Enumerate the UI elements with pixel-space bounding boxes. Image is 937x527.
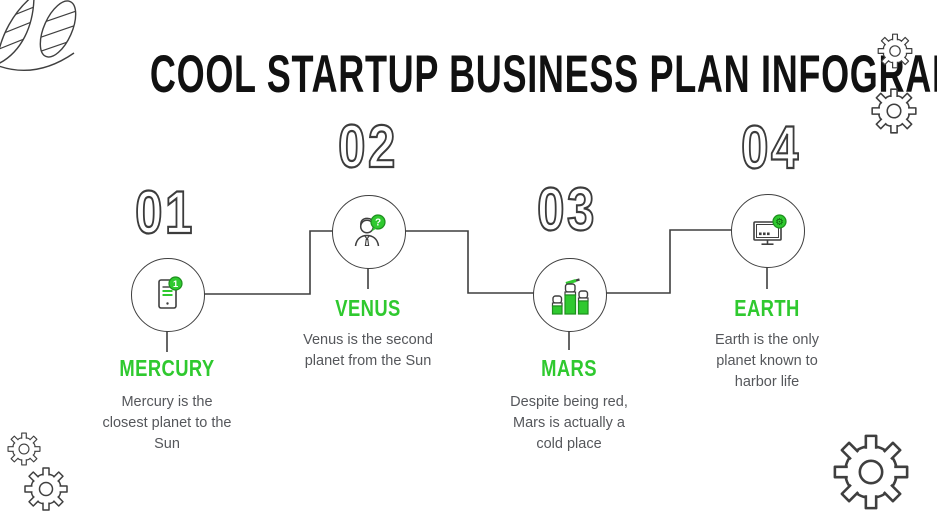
badge-glyph: ? <box>375 218 381 229</box>
step-circle-venus: ? <box>332 195 406 269</box>
monitor-gear-icon: ⚙ <box>753 214 787 246</box>
step-number: 02 <box>337 113 398 180</box>
step-description: Venus is the second planet from the Sun <box>303 332 433 370</box>
step-number: 01 <box>134 179 195 246</box>
step-description: Mercury is the closest planet to the Sun <box>102 394 232 453</box>
leaves-icon <box>0 0 83 71</box>
step-circle-mercury: 1 <box>131 258 205 332</box>
person-question-icon: ? <box>354 214 386 247</box>
step-name-earth: EARTH <box>734 295 800 321</box>
step-number: 03 <box>536 176 597 243</box>
badge-glyph: 1 <box>173 279 179 290</box>
step-description: Earth is the only planet known to harbor… <box>715 332 819 391</box>
smartphone-notification-icon: 1 <box>158 276 183 309</box>
step-name-mercury: MERCURY <box>119 355 215 381</box>
raised-fists-icon <box>551 278 589 315</box>
step-description: Despite being red, Mars is actually a co… <box>510 394 628 453</box>
step-number: 04 <box>740 114 801 181</box>
step-name-venus: VENUS <box>335 295 401 321</box>
step-name-mars: MARS <box>541 355 597 381</box>
badge-gear-glyph: ⚙ <box>775 217 784 228</box>
step-circle-mars <box>533 258 607 332</box>
step-circle-earth: ⚙ <box>731 194 805 268</box>
